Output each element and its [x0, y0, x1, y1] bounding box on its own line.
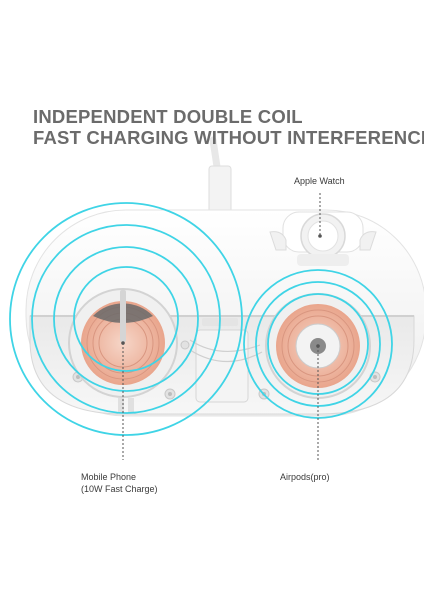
signal-wave-rings-icon	[9, 202, 243, 436]
mobile-phone-sublabel: (10W Fast Charge)	[81, 484, 158, 494]
apple-watch-dock-icon	[269, 211, 377, 266]
apple-watch-label: Apple Watch	[294, 176, 345, 186]
headline-line-1: INDEPENDENT DOUBLE COIL	[33, 106, 303, 127]
callout-leaders	[122, 193, 321, 460]
callout-dot	[318, 234, 322, 238]
callout-dot	[121, 341, 125, 345]
mobile-phone-label: Mobile Phone	[81, 472, 137, 482]
airpods-label: Airpods(pro)	[280, 472, 330, 482]
callout-dot	[316, 344, 320, 348]
charging-cable-icon	[208, 136, 232, 215]
headline-line-2: FAST CHARGING WITHOUT INTERFERENCE	[33, 127, 424, 148]
